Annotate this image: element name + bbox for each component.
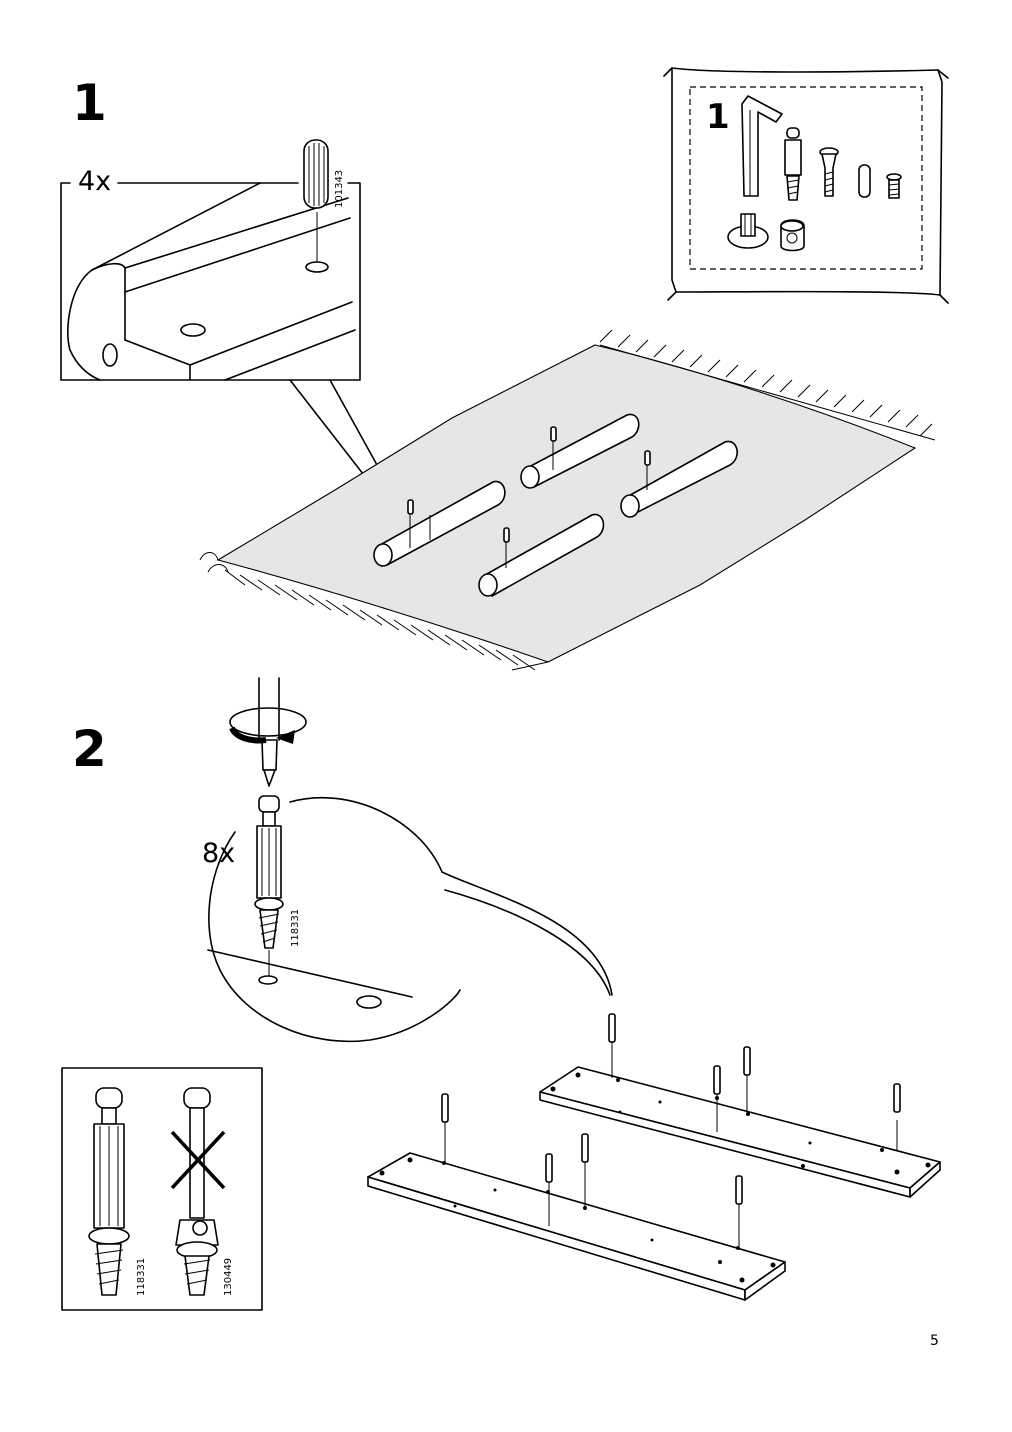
allen-key-icon — [741, 95, 783, 197]
cam-bolt-icon — [254, 795, 284, 949]
leg-3 — [620, 440, 738, 518]
comparison-box — [61, 1067, 263, 1311]
step-1-number: 1 — [72, 74, 107, 132]
step-1-part-number: 101343 — [334, 169, 345, 208]
step-2-part-number: 118331 — [290, 908, 301, 947]
glide-icon — [727, 213, 769, 249]
rug — [199, 329, 936, 671]
screw-icon — [819, 147, 839, 197]
cross-icon — [170, 1130, 226, 1190]
bag-label: 1 — [706, 97, 730, 137]
wrong-part-number: 130449 — [223, 1257, 234, 1296]
leg-1 — [373, 480, 506, 567]
correct-bolt-icon — [88, 1087, 130, 1296]
magnifier-detail — [207, 796, 613, 1043]
step1-detail-box — [60, 139, 361, 381]
page-number: 5 — [930, 1333, 939, 1349]
small-dowel-icon — [858, 164, 871, 198]
rotate-arrow-icon — [229, 707, 307, 744]
cam-bolt-icon — [784, 127, 802, 201]
board-back — [539, 1013, 941, 1198]
board-front — [367, 1093, 786, 1301]
leg-2 — [520, 413, 640, 489]
wrong-bolt-icon — [175, 1087, 219, 1296]
bolts-front — [441, 1093, 743, 1246]
step-2-number: 2 — [72, 720, 107, 778]
cam-lock-icon — [780, 219, 805, 252]
short-screw-icon — [886, 173, 902, 199]
dowel-icon — [303, 139, 329, 209]
step-1-quantity: 4x — [78, 166, 112, 197]
hardware-bag — [663, 67, 949, 304]
leg-4 — [478, 513, 605, 597]
bolts-back — [608, 1013, 901, 1150]
step-2-quantity: 8x — [202, 838, 236, 869]
correct-part-number: 118331 — [136, 1257, 147, 1296]
screwdriver-icon — [258, 677, 280, 787]
